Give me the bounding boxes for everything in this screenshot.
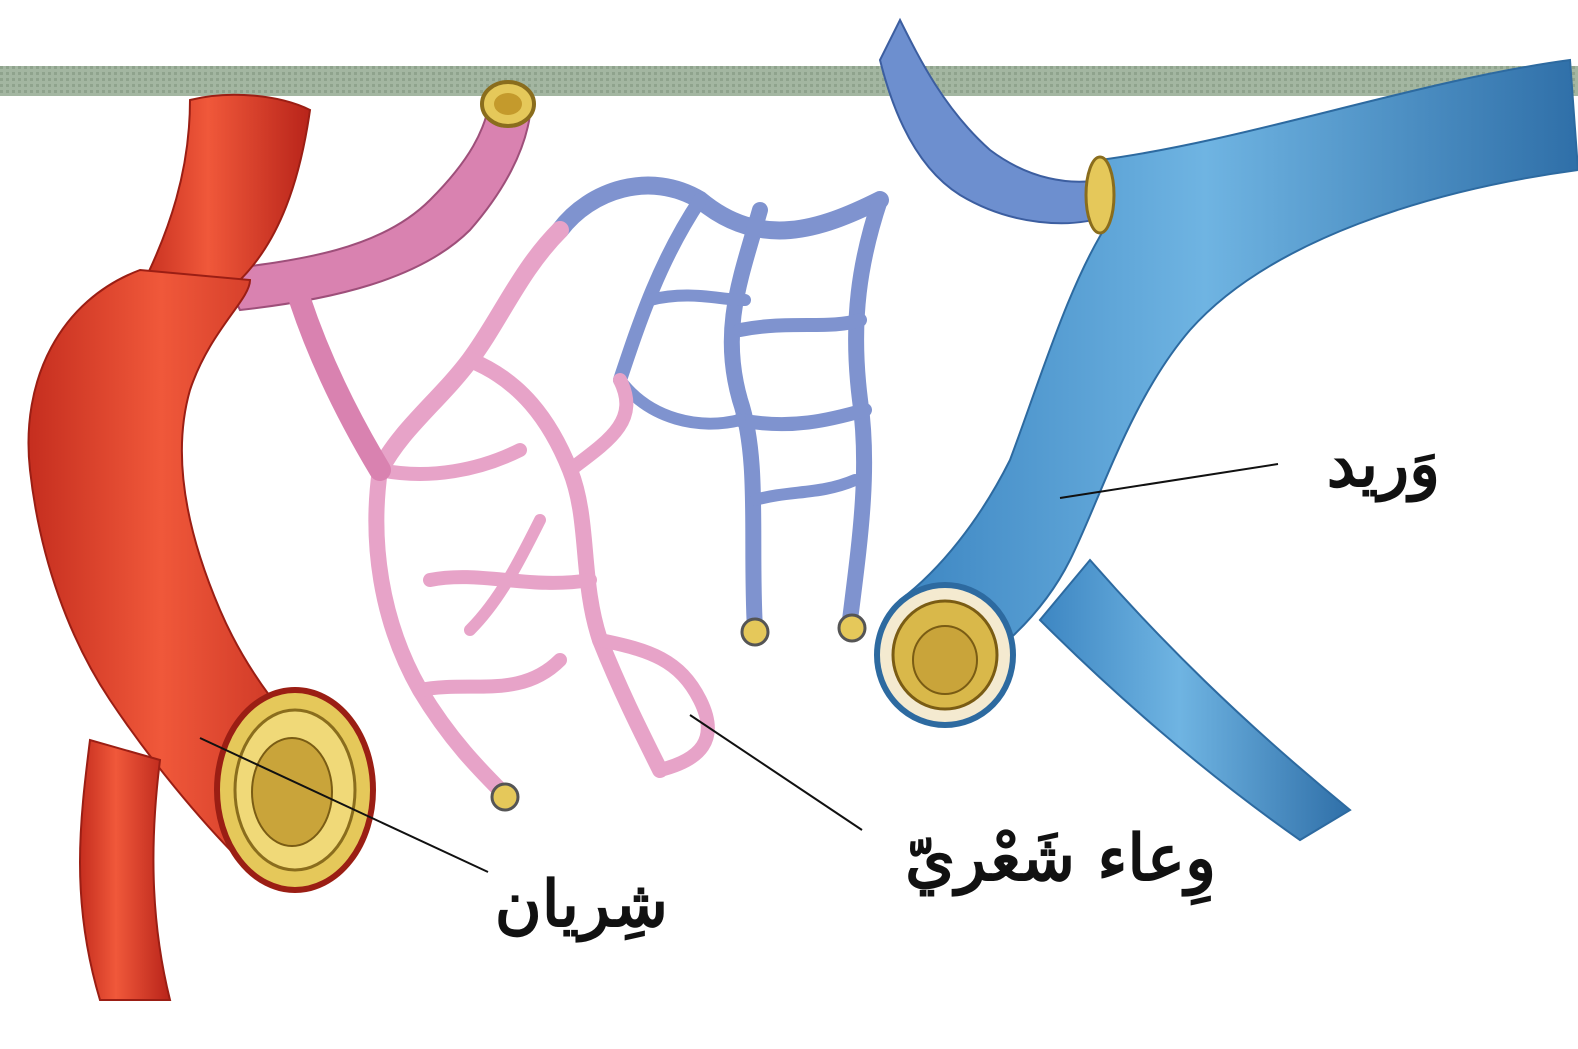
top-bar bbox=[0, 66, 1578, 96]
artery bbox=[28, 95, 373, 1000]
vein-label: وَريد bbox=[1327, 427, 1440, 503]
capillary-label: وِعاء شَعْريّ bbox=[905, 821, 1216, 906]
vein bbox=[877, 20, 1578, 840]
artery-label: شِريان bbox=[495, 867, 668, 943]
capillary-leader-line bbox=[690, 715, 862, 830]
capillary-network bbox=[376, 186, 880, 810]
